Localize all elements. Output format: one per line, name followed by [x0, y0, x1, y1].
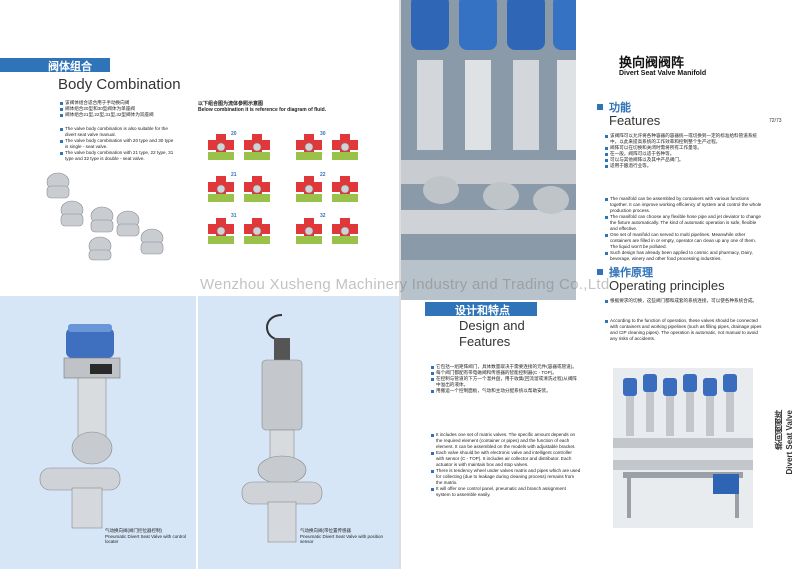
operating-title-en: Operating principles: [609, 278, 725, 293]
section-header-bar: [0, 58, 110, 72]
diagram-number: 20: [231, 131, 237, 137]
spine-divider: [399, 0, 401, 569]
list-item: 每个阀门都配有带电磁阀和传感器的智能控制器(C - TOP)。: [431, 370, 581, 376]
operating-marker: [597, 269, 603, 275]
valve-manifold-photo: [401, 0, 576, 300]
page-title-en: Divert Seat Valve Manifold: [619, 70, 707, 77]
list-item: 根据要求的切换，这些阀门都和成套的系统连接，可以使各种系统合成。: [605, 298, 765, 304]
diagram-number: 21: [231, 172, 237, 178]
product-panel-2: [198, 296, 399, 569]
list-item: The valve body combination is also suita…: [60, 126, 175, 138]
operating-bullets-en: According to the function of operation, …: [605, 318, 765, 342]
list-item: Each valve should be with electronic val…: [431, 450, 581, 468]
section-header-cn: 阀体组合: [48, 61, 92, 73]
list-item: 该阀体组合适合用于手动换向阀: [60, 100, 190, 106]
list-item: According to the function of operation, …: [605, 318, 765, 342]
list-item: 阀体组合21型,22型,31型,32型阀体为双座阀: [60, 112, 190, 118]
list-item: 该阀阵可以允许将各种容器的容器统一或切换到一定的标准给料管道系统中，以此来提高系…: [605, 133, 765, 145]
features-marker: [597, 104, 603, 110]
list-item: 用搬运一个控制面板，气动和主动分配系统以帮助安装。: [431, 388, 581, 394]
diagram-number: 31: [231, 213, 237, 219]
list-item: 可以与其他阀阵以及其中产品阀门。: [605, 157, 765, 163]
manifold-system-photo: [613, 368, 753, 528]
list-item: Such design has already been applied to …: [605, 250, 765, 262]
design-bullets-cn: 它包括一组矩阵阀门，具体数量取决于需要连接的元件(容器或管道)。 每个阀门都配有…: [431, 364, 581, 394]
features-bullets-cn: 该阀阵可以允许将各种容器的容器统一或切换到一定的标准给料管道系统中，以此来提高系…: [605, 133, 765, 169]
list-item: It will offer one control panel, pneumat…: [431, 486, 581, 498]
design-title-en: Design and Features: [459, 318, 525, 349]
operating-title-cn: 操作原理: [609, 267, 653, 279]
list-item: One set of manifold can served to multi …: [605, 232, 765, 250]
left-page: 阀体组合 Body Combination 该阀体组合适合用于手动换向阀 阀体组…: [0, 0, 399, 569]
body-bullets-cn: 该阀体组合适合用于手动换向阀 阀体组合20型和30型阀体为单座阀 阀体组合21型…: [60, 100, 190, 118]
design-header-bar: [425, 302, 537, 316]
list-item: The manifold can choose any flexible hos…: [605, 214, 765, 232]
watermark: Wenzhou Xusheng Machinery Industry and T…: [200, 276, 614, 293]
caption-2: 气动换向阀(带位置传感器 Pneumatic Divert Seat Valve…: [300, 528, 383, 544]
features-title-en: Features: [609, 113, 661, 128]
list-item: It includes one set of matrix valves. Th…: [431, 432, 581, 450]
valve-body-illustration: [46, 172, 164, 261]
diagram-number: 22: [320, 172, 326, 178]
list-item: The manifold can be assembled by contain…: [605, 196, 765, 214]
features-title-cn: 功能: [609, 102, 631, 114]
operating-bullets-cn: 根据要求的切换，这些阀门都和成套的系统连接，可以使各种系统合成。: [605, 298, 765, 304]
diagram-ref-en: Below combination it is reference for di…: [198, 107, 327, 113]
design-title-cn: 设计和特点: [455, 305, 510, 317]
diagram-number: 30: [320, 131, 326, 137]
features-bullets-en: The manifold can be assembled by contain…: [605, 196, 765, 262]
right-page: 换向阀阀阵 Divert Seat Valve Manifold 72/73 功…: [401, 0, 800, 569]
list-item: The valve body combination with 20 type …: [60, 138, 175, 150]
design-bullets-en: It includes one set of matrix valves. Th…: [431, 432, 581, 498]
list-item: 在一般，阀阵可以适于各种等。: [605, 151, 765, 157]
page-number: 72/73: [769, 118, 782, 124]
diagram-ref-cn: 以下组合图为流体参照示意图: [198, 101, 264, 107]
side-label-en: Divert Seat Valve: [785, 410, 794, 475]
list-item: 阀阵可以在切换和关闭时需将所有工作量等。: [605, 145, 765, 151]
list-item: 它包括一组矩阵阀门，具体数量取决于需要连接的元件(容器或管道)。: [431, 364, 581, 370]
section-title-en: Body Combination: [58, 76, 181, 93]
diagram-number: 32: [320, 213, 326, 219]
caption-1: 气动换向阀(阀门控位器控制) Pneumatic Divert Seat Val…: [105, 528, 186, 544]
list-item: There is tendency wheel under valves mat…: [431, 468, 581, 486]
body-bullets-en: The valve body combination is also suita…: [60, 126, 175, 162]
valve-with-sensor-image: [241, 314, 323, 543]
fluid-diagram-illustration: [207, 133, 359, 245]
side-label-cn: 换向阀阀阵: [774, 410, 783, 450]
list-item: 在控制与管道的下方一个溜井盘，用于收集(回流溜或清洗过程)从阀阵中溢出的液体。: [431, 376, 581, 388]
list-item: The valve body combination with 21 type,…: [60, 150, 175, 162]
valve-with-locater-image: [39, 324, 121, 529]
list-item: 阀体组合20型和30型阀体为单座阀: [60, 106, 190, 112]
list-item: 适用于酿酒行业等。: [605, 163, 765, 169]
page-title-cn: 换向阀阀阵: [619, 55, 685, 70]
